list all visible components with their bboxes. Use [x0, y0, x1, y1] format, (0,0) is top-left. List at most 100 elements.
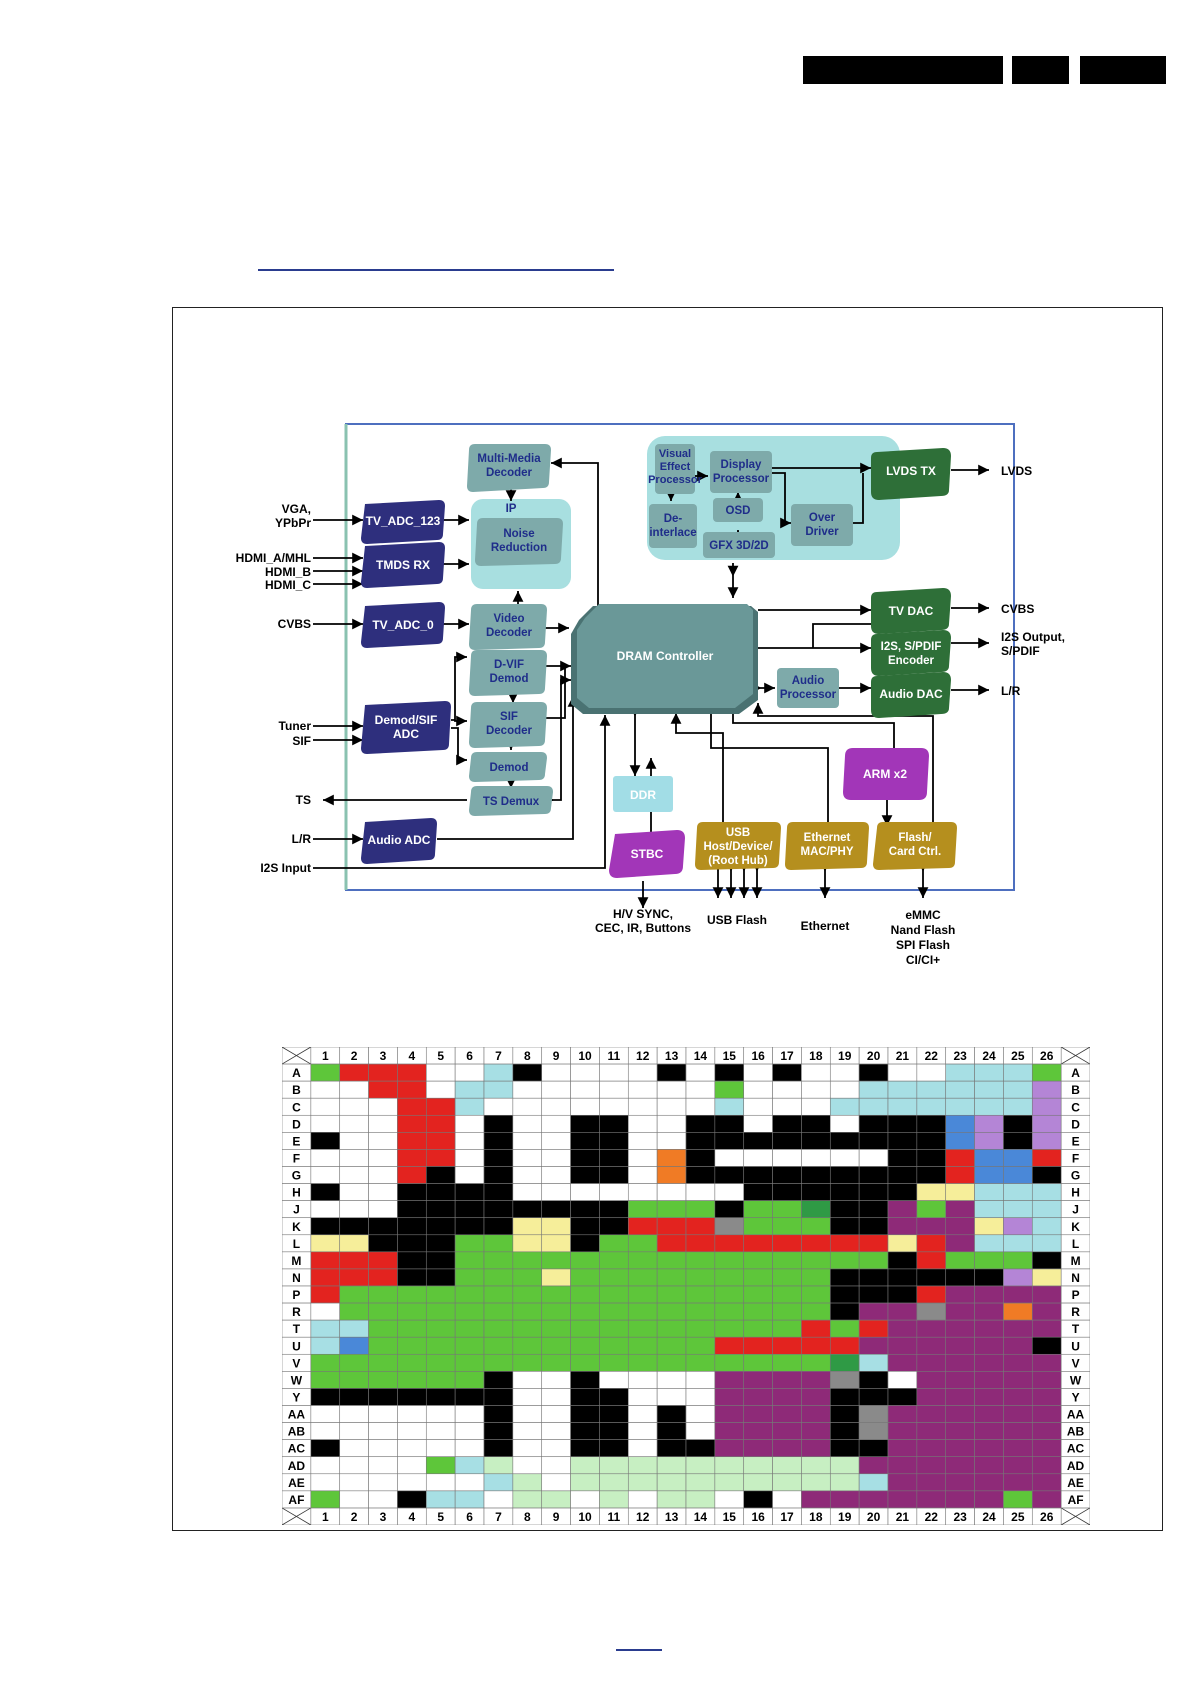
ball-cell: [454, 1285, 485, 1304]
ball-cell: [512, 1268, 543, 1287]
visual-label-2: Effect: [660, 461, 691, 473]
dvif-label-2: Demod: [490, 673, 529, 685]
section-link-underline[interactable]: [258, 269, 614, 271]
ethernet-label: Ethernet: [801, 919, 850, 933]
row-header-right-label: U: [1071, 1339, 1080, 1353]
ball-cell: [425, 1473, 456, 1492]
ball-cell: [974, 1149, 1004, 1167]
ball-cell: [1031, 1166, 1062, 1184]
ball-cell: [656, 1473, 687, 1492]
header-black-box-2: [1012, 56, 1069, 84]
row-header-right-label: M: [1071, 1254, 1081, 1268]
ball-cell: [368, 1302, 398, 1321]
ball-cell: [829, 1149, 860, 1167]
ball-cell: [945, 1490, 975, 1509]
ball-cell: [887, 1353, 918, 1372]
audio-proc-label-1: Audio: [792, 675, 825, 687]
ball-cell: [685, 1456, 716, 1475]
ci-label: CI/CI+: [906, 953, 940, 967]
usb-host-block: USB Host/Device/ (Root Hub): [695, 822, 781, 870]
page-number-link[interactable]: [616, 1649, 662, 1651]
ts-demux-block: TS Demux: [469, 786, 553, 816]
row-header-right-label: AC: [1067, 1442, 1085, 1456]
row-header-right-label: AD: [1067, 1459, 1085, 1473]
ball-cell: [743, 1063, 773, 1082]
ball-cell: [397, 1456, 427, 1475]
ball-cell: [656, 1405, 687, 1423]
tmds-rx-block: TMDS RX: [361, 542, 445, 588]
ball-cell: [570, 1114, 600, 1133]
ball-cell: [714, 1149, 745, 1167]
corner-top-right-stroke: [1060, 1047, 1090, 1065]
ball-cell: [454, 1353, 485, 1372]
ball-cell: [801, 1456, 831, 1475]
ball-cell: [945, 1183, 975, 1201]
row-header-left-label: L: [293, 1237, 300, 1251]
ball-cell: [483, 1097, 514, 1116]
ball-cell: [368, 1183, 398, 1201]
ball-cell: [339, 1234, 369, 1253]
ball-cell: [743, 1097, 773, 1116]
ball-cell: [887, 1080, 918, 1099]
col-header-bottom-label: 9: [553, 1510, 560, 1524]
ball-cell: [512, 1439, 543, 1458]
ball-cell: [685, 1336, 716, 1355]
ball-cell: [829, 1285, 860, 1304]
ball-cell: [425, 1285, 456, 1304]
tv-dac-block: TV DAC: [871, 588, 951, 634]
ball-cell: [627, 1234, 658, 1253]
ball-cell: [801, 1063, 831, 1082]
col-header-bottom-label: 1: [322, 1510, 329, 1524]
ball-cell: [599, 1251, 629, 1270]
ball-cell: [974, 1473, 1004, 1492]
ball-cell: [772, 1063, 802, 1082]
ball-cell: [743, 1114, 773, 1133]
ball-cell: [1003, 1097, 1033, 1116]
audio-dac-block: Audio DAC: [871, 672, 951, 718]
hv-sync-label: H/V SYNC,: [613, 907, 673, 921]
dram-controller-label: DRAM Controller: [617, 649, 714, 663]
ball-cell: [310, 1388, 341, 1406]
ball-cell: [512, 1251, 543, 1270]
ball-cell: [483, 1149, 514, 1167]
video-decoder-label-1: Video: [493, 613, 524, 625]
ball-cell: [454, 1405, 485, 1423]
ball-cell: [772, 1166, 802, 1184]
ball-cell: [570, 1285, 600, 1304]
ball-cell: [512, 1200, 543, 1219]
ball-cell: [974, 1063, 1004, 1082]
demod-sif-label-2: ADC: [393, 727, 419, 741]
ball-cell: [627, 1217, 658, 1236]
ball-cell: [454, 1097, 485, 1116]
ball-cell: [368, 1063, 398, 1082]
ball-cell: [483, 1114, 514, 1133]
ball-cell: [685, 1063, 716, 1082]
ball-cell: [685, 1473, 716, 1492]
ball-cell: [425, 1080, 456, 1099]
ball-cell: [685, 1149, 716, 1167]
ball-cell: [368, 1234, 398, 1253]
ball-cell: [627, 1251, 658, 1270]
ball-cell: [945, 1063, 975, 1082]
row-header-right-label: A: [1071, 1066, 1080, 1080]
dvif-demod-block: D-VIF Demod: [469, 650, 547, 696]
ball-cell: [916, 1285, 947, 1304]
col-header-top-label: 18: [809, 1049, 823, 1063]
ball-cell: [570, 1200, 600, 1219]
video-decoder-label-2: Decoder: [486, 627, 533, 639]
gfx-label: GFX 3D/2D: [709, 540, 768, 552]
ball-cell: [541, 1166, 571, 1184]
ball-cell: [1003, 1285, 1033, 1304]
row-header-left-label: T: [293, 1322, 301, 1336]
ball-cell: [887, 1234, 918, 1253]
ball-cell: [368, 1405, 398, 1423]
ball-cell: [310, 1353, 341, 1372]
ball-cell: [714, 1097, 745, 1116]
ball-cell: [599, 1268, 629, 1287]
ball-cell: [829, 1234, 860, 1253]
ball-cell: [916, 1490, 947, 1509]
row-header-right-label: W: [1070, 1373, 1082, 1387]
ball-cell: [599, 1285, 629, 1304]
ball-cell: [483, 1336, 514, 1355]
ball-cell: [887, 1268, 918, 1287]
